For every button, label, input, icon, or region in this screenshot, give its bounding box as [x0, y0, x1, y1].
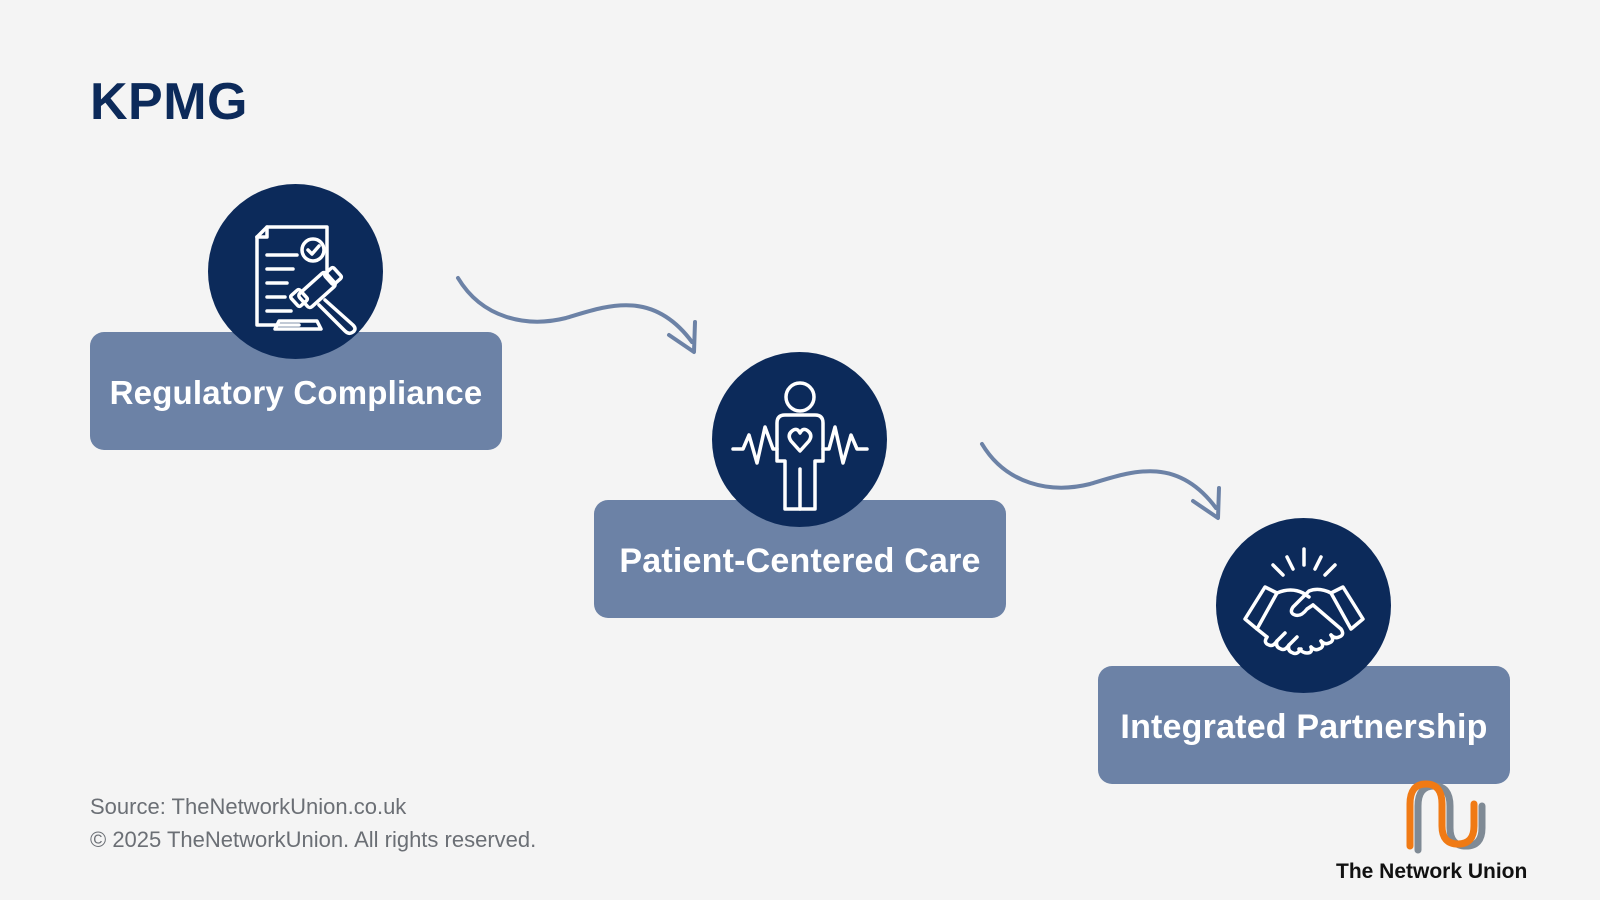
logo-text: The Network Union	[1336, 860, 1528, 883]
arrow-2-icon	[980, 442, 1221, 520]
step-label: Integrated Partnership	[1120, 707, 1488, 746]
step-label: Regulatory Compliance	[109, 374, 483, 411]
source-text: Source: TheNetworkUnion.co.uk	[90, 794, 407, 819]
patient-heartbeat-icon	[712, 352, 887, 527]
footer: Source: TheNetworkUnion.co.uk © 2025 The…	[90, 790, 536, 856]
page-title: KPMG	[90, 73, 248, 131]
network-union-logo-icon	[1406, 780, 1486, 854]
compliance-gavel-icon	[208, 184, 383, 359]
arrow-1-icon	[456, 276, 697, 354]
copyright-text: © 2025 TheNetworkUnion. All rights reser…	[90, 827, 537, 852]
logo: The Network Union	[1328, 780, 1548, 890]
step-label: Patient-Centered Care	[619, 541, 981, 580]
handshake-icon	[1216, 518, 1391, 693]
